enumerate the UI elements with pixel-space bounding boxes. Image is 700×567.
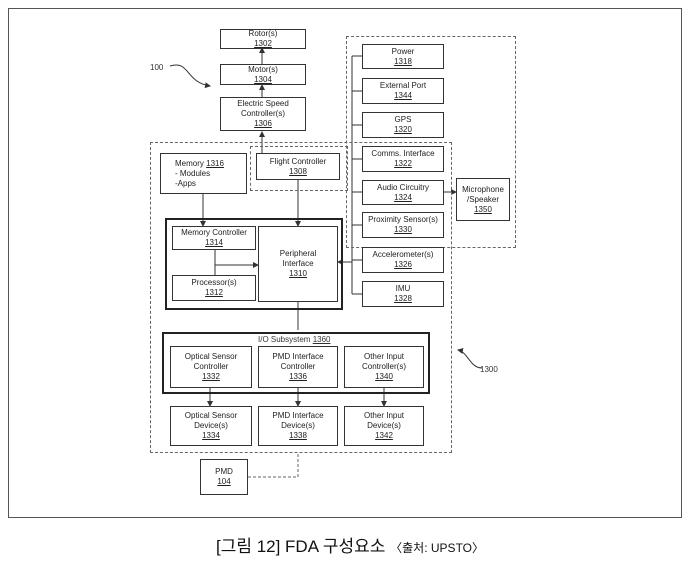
imu-box: IMU 1328 xyxy=(362,281,444,307)
audio-label: Audio Circuitry xyxy=(376,182,429,192)
motor-box: Motor(s) 1304 xyxy=(220,64,306,85)
peripheral-label2: Interface xyxy=(282,259,314,268)
mic-num: 1350 xyxy=(474,204,492,214)
pmd-label: PMD xyxy=(215,467,233,476)
otherctrl-num: 1340 xyxy=(375,372,393,381)
comms-label: Comms. Interface xyxy=(371,149,435,158)
otherctrl-label1: Other Input xyxy=(363,352,405,361)
memory-line2: - Modules xyxy=(175,168,211,178)
memory-line3: -Apps xyxy=(175,178,196,188)
microphone-speaker-box: Microphone /Speaker 1350 xyxy=(456,178,510,221)
pmdctrl-label1: PMD Interface xyxy=(272,352,324,361)
comms-num: 1322 xyxy=(394,159,412,168)
accel-num: 1326 xyxy=(394,260,412,269)
pmd-interface-device-box: PMD Interface Device(s) 1338 xyxy=(258,406,338,446)
peripheral-label1: Peripheral xyxy=(279,249,317,258)
esc-box: Electric Speed Controller(s) 1306 xyxy=(220,97,306,131)
core-processing-outline xyxy=(165,218,343,310)
peripheral-num: 1310 xyxy=(289,269,307,278)
aircraft-group-outline xyxy=(150,142,452,453)
audio-circuitry-box: Audio Circuitry 1324 xyxy=(362,180,444,205)
gps-label: GPS xyxy=(394,115,412,124)
memory-controller-box: Memory Controller 1314 xyxy=(172,226,256,250)
memory-num: 1316 xyxy=(206,158,224,168)
audio-num: 1324 xyxy=(394,192,412,202)
pmd-box: PMD 104 xyxy=(200,459,248,495)
caption-source: 〈출처: UPSTO〉 xyxy=(390,541,485,555)
pmd-interface-controller-box: PMD Interface Controller 1336 xyxy=(258,346,338,388)
figure-caption: [그림 12] FDA 구성요소 〈출처: UPSTO〉 xyxy=(0,532,700,557)
extport-num: 1344 xyxy=(394,91,412,100)
pmdctrl-label2: Controller xyxy=(280,362,316,371)
memctrl-num: 1314 xyxy=(205,238,223,247)
pmd-link-line xyxy=(248,452,299,478)
memory-box: Memory 1316 - Modules -Apps xyxy=(160,153,247,194)
memctrl-label: Memory Controller xyxy=(181,228,247,237)
mic-label1: Microphone xyxy=(462,184,504,194)
extport-label: External Port xyxy=(379,81,427,90)
processor-box: Processor(s) 1312 xyxy=(172,275,256,301)
optctrl-label2: Controller xyxy=(193,362,229,371)
optdev-label2: Device(s) xyxy=(194,421,228,430)
power-num: 1318 xyxy=(394,56,412,66)
io-label-prefix: I/O Subsystem xyxy=(258,335,313,344)
pmddev-label2: Device(s) xyxy=(281,421,315,430)
power-box: Power 1318 xyxy=(362,44,444,69)
memory-label: Memory 1316 xyxy=(175,159,224,169)
motor-num: 1304 xyxy=(254,74,272,84)
proximity-sensor-box: Proximity Sensor(s) 1330 xyxy=(362,212,444,238)
caption-main: [그림 12] FDA 구성요소 xyxy=(215,537,386,556)
otherctrl-label2: Controller(s) xyxy=(361,362,406,371)
rotor-num: 1302 xyxy=(254,39,272,48)
pmddev-num: 1338 xyxy=(289,431,307,440)
accelerometer-box: Accelerometer(s) 1326 xyxy=(362,247,444,273)
peripheral-interface-box: Peripheral Interface 1310 xyxy=(258,226,338,302)
power-label: Power xyxy=(391,46,415,56)
optdev-label1: Optical Sensor xyxy=(184,411,238,420)
motor-label: Motor(s) xyxy=(248,64,278,74)
esc-label1: Electric Speed xyxy=(237,99,289,108)
otherdev-num: 1342 xyxy=(375,431,393,440)
pmd-num: 104 xyxy=(217,477,231,486)
ref-device-label: 100 xyxy=(150,63,164,72)
flight-group-outline xyxy=(250,146,348,191)
optctrl-num: 1332 xyxy=(202,372,220,381)
optical-sensor-controller-box: Optical Sensor Controller 1332 xyxy=(170,346,252,388)
proximity-label: Proximity Sensor(s) xyxy=(368,215,438,224)
ref-group-label: 1300 xyxy=(480,365,498,374)
proximity-num: 1330 xyxy=(394,225,412,234)
external-port-box: External Port 1344 xyxy=(362,78,444,104)
otherdev-label2: Device(s) xyxy=(367,421,401,430)
esc-num: 1306 xyxy=(254,119,272,128)
pmddev-label1: PMD Interface xyxy=(272,411,324,420)
otherdev-label1: Other Input xyxy=(363,411,405,420)
comms-interface-box: Comms. Interface 1322 xyxy=(362,146,444,172)
flight-num: 1308 xyxy=(289,166,307,176)
flight-label: Flight Controller xyxy=(269,156,327,166)
optctrl-label1: Optical Sensor xyxy=(184,352,238,361)
other-input-controller-box: Other Input Controller(s) 1340 xyxy=(344,346,424,388)
pmdctrl-num: 1336 xyxy=(289,372,307,381)
figure-frame xyxy=(8,8,682,518)
processor-num: 1312 xyxy=(205,288,223,297)
memory-label-prefix: Memory xyxy=(175,158,207,168)
flight-controller-box: Flight Controller 1308 xyxy=(256,153,340,180)
io-num: 1360 xyxy=(312,335,331,344)
imu-num: 1328 xyxy=(394,294,412,303)
imu-label: IMU xyxy=(395,284,411,293)
esc-label2: Controller(s) xyxy=(240,109,285,118)
mic-label2: /Speaker xyxy=(466,194,500,204)
accel-label: Accelerometer(s) xyxy=(372,250,434,259)
rotor-label: Rotor(s) xyxy=(248,29,278,38)
optical-sensor-device-box: Optical Sensor Device(s) 1334 xyxy=(170,406,252,446)
other-input-device-box: Other Input Device(s) 1342 xyxy=(344,406,424,446)
io-subsystem-outline xyxy=(162,332,430,394)
gps-box: GPS 1320 xyxy=(362,112,444,138)
optdev-num: 1334 xyxy=(202,431,220,440)
gps-num: 1320 xyxy=(394,125,412,134)
processor-label: Processor(s) xyxy=(191,278,237,287)
rotor-box: Rotor(s) 1302 xyxy=(220,29,306,49)
io-subsystem-label: I/O Subsystem 1360 xyxy=(258,335,330,344)
